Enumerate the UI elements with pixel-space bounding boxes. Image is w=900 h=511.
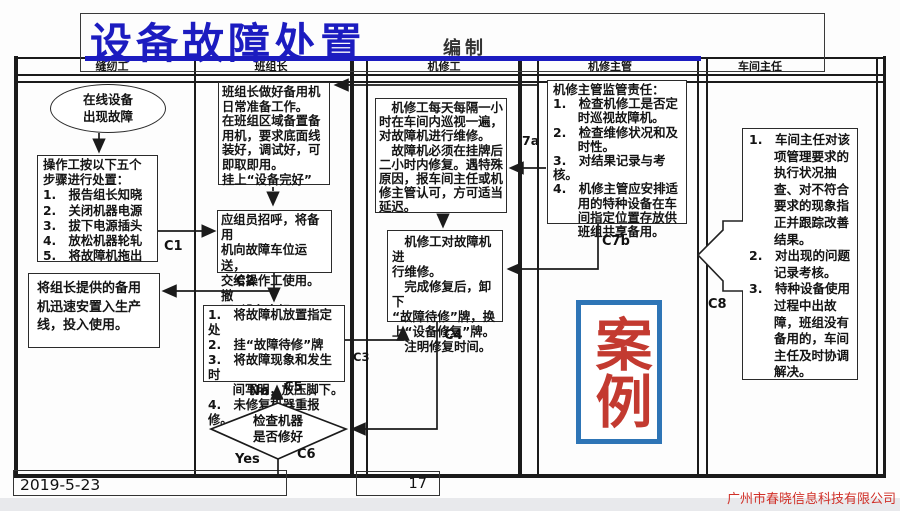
divider-d-2 [706, 57, 708, 476]
divider-d-1 [697, 57, 699, 476]
lane-header-supervisor: 机修主管 [588, 60, 632, 73]
lane-header-sewing-worker: 缝纫工 [95, 60, 129, 73]
title-frame [80, 13, 825, 72]
table-bottom-border [14, 474, 886, 478]
mechanic-repair-box: 机修工对故障机进 行维修。 完成修复后，卸下 “故障待修”牌，换 上“设备修复”… [387, 230, 503, 354]
operator-steps-box: 操作工按以下五个 步骤进行处置： 1. 报告组长知晓 2. 关闭机器电源 3. … [37, 155, 158, 263]
divider-a [194, 57, 196, 476]
divider-b-thin [366, 57, 368, 476]
connector-7a: 7a [522, 133, 540, 148]
decision-no-label: No [249, 384, 269, 399]
title-underline [85, 56, 701, 61]
connector-c7b: C7b [602, 234, 630, 249]
lane-header-team-leader: 班组长 [254, 60, 288, 73]
backup-install-box: 将组长提供的备用 机迅速安置入生产 线，投入使用。 [28, 273, 160, 348]
divider-c-thin [537, 57, 539, 476]
fault-machine-box: 1. 将故障机放置指定处 2. 挂“故障待修”牌 3. 将故障现象和发生时 间写… [203, 305, 345, 427]
connector-c2: C2 [236, 274, 255, 289]
case-stamp: 案例 [576, 300, 662, 444]
divider-b-thick [350, 57, 354, 476]
leader-prepare-box: 班组长做好备用机 日常准备工作。 在班组区域备置备 用机，要求底面线 装好，调试… [218, 82, 330, 187]
page-number: 17 [408, 476, 427, 492]
table-right-border [883, 56, 886, 478]
connector-c1: C1 [164, 239, 183, 254]
c8-chevron-arrow [696, 220, 743, 292]
date-text: 2019-5-23 [20, 476, 101, 494]
date-box: 2019-5-23 [13, 470, 287, 496]
table-left-border [14, 56, 18, 478]
compile-label: 编制 [443, 38, 487, 59]
lane-header-director: 车间主任 [738, 60, 782, 73]
connector-c5: C5 [284, 380, 303, 395]
page-number-box: 17 [356, 471, 440, 496]
header-underline-2 [14, 81, 886, 83]
director-duty-box: 1. 车间主任对该 项管理要求的 执行状况抽 查、对不符合 要求的现象指 正并跟… [742, 128, 858, 380]
connector-c4: C4 [444, 328, 463, 343]
lane-header-mechanic: 机修工 [427, 60, 461, 73]
header-underline-1 [14, 74, 886, 76]
supervisor-duty-box: 机修主管监管责任： 1. 检查机修工是否定 时巡视故障机。 2. 检查维修状况和… [547, 80, 687, 239]
leader-deliver-box: 应组员招呼，将备用 机向故障车位运送， 交给操作工使用。撤 下“设备完好”。 [217, 210, 332, 318]
connector-c8: C8 [708, 297, 727, 312]
decision-yes-label: Yes [235, 452, 260, 467]
connector-c3: C3 [353, 350, 370, 364]
mechanic-patrol-box: 机修工每天每隔一小 时在车间内巡视一遍， 对故障机进行维修。 故障机必须在挂牌后… [375, 98, 507, 214]
check-diamond-text: 检查机器 是否修好 [252, 412, 303, 444]
divider-c-thick [518, 57, 522, 476]
footer-gray-strip [0, 498, 900, 511]
start-ellipse: 在线设备 出现故障 [50, 84, 166, 133]
table-right-border-thin [876, 57, 878, 476]
company-name: 广州市春晓信息科技有限公司 [727, 492, 897, 507]
page-title: 设备故障处置 [90, 19, 367, 68]
